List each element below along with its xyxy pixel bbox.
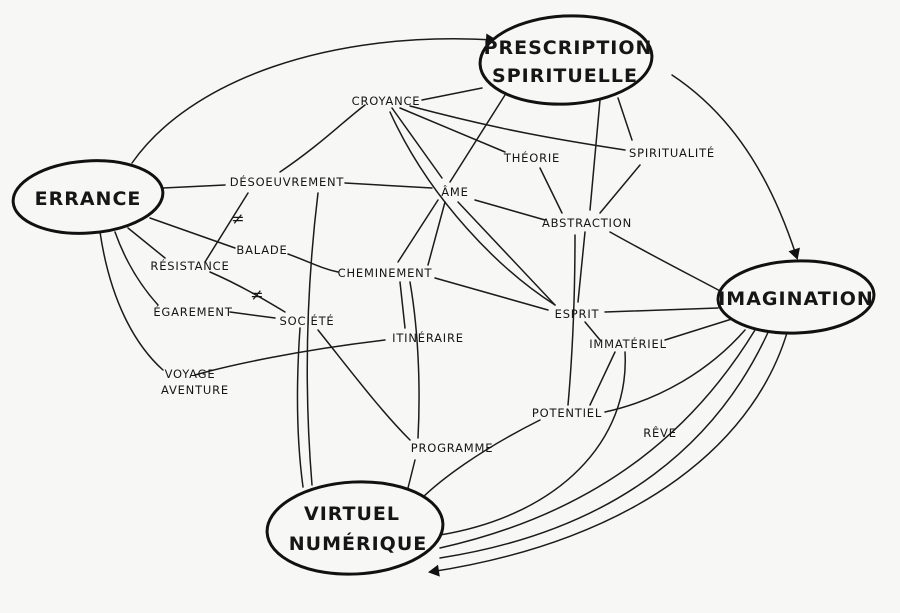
edge-abstraction-imagination — [609, 231, 723, 293]
edge-esprit-immateriel — [584, 321, 601, 341]
arrow-imagination-virtuel — [428, 321, 791, 577]
concept-reve: RÊVE — [643, 425, 677, 440]
edge-ame-abstraction — [474, 199, 546, 221]
edge-immateriel-virtuel — [439, 351, 626, 536]
concept-egarement: ÉGAREMENT — [153, 304, 232, 319]
edge-cheminement-esprit — [434, 277, 549, 311]
concept-cheminement: CHEMINEMENT — [338, 266, 433, 280]
concept-voyage: VOYAGE — [165, 367, 216, 381]
edge-ame-esprit — [457, 201, 556, 306]
edge-abstraction-prescription — [589, 99, 601, 211]
edge-potentiel-imagination — [604, 329, 746, 413]
concept-desoeuvrement: DÉSOEUVREMENT — [230, 174, 345, 189]
errance-label: ERRANCE — [35, 188, 142, 210]
edge-programme-virtuel — [407, 459, 416, 489]
edge-croyance-esprit — [389, 111, 556, 306]
not-equal-desoeuvrement-resistance: ≠ — [231, 209, 244, 228]
not-equal-symbols: ≠ ≠ — [231, 209, 263, 304]
edge-balade-cheminement — [287, 253, 339, 273]
edge-societe-programme — [317, 329, 411, 441]
concept-abstraction: ABSTRACTION — [542, 216, 632, 230]
concept-croyance: CROYANCE — [352, 94, 421, 108]
concept-theorie: THÉORIE — [503, 150, 560, 165]
virtuel-ellipse — [265, 480, 445, 576]
concept-labels: CROYANCE THÉORIE SPIRITUALITÉ DÉSOEUVREM… — [150, 94, 715, 455]
edge-croyance-spiritualite — [409, 105, 626, 151]
edge-theorie-abstraction — [539, 167, 563, 214]
edge-ame-prescription — [449, 94, 506, 183]
prescription-label-line1: PRESCRIPTION — [484, 37, 653, 59]
edge-imagination-virtuel-1 — [439, 329, 756, 549]
prescription-label-line2: SPIRITUELLE — [492, 65, 638, 87]
concept-societe: SOCIÉTÉ — [280, 313, 335, 328]
concept-ame: ÂME — [441, 184, 468, 199]
concept-immateriel: IMMATÉRIEL — [589, 336, 667, 351]
concept-aventure: AVENTURE — [161, 383, 229, 397]
arrow-prescription-imagination — [671, 74, 800, 260]
edge-cheminement-programme — [409, 281, 420, 439]
imagination-ellipse — [716, 259, 876, 335]
edge-desoeuvrement-croyance — [279, 104, 366, 173]
edge-errance-balade — [149, 217, 236, 249]
not-equal-resistance-societe: ≠ — [250, 285, 263, 304]
edge-imagination-virtuel-2 — [439, 327, 771, 559]
edge-ame-programme — [427, 201, 446, 266]
edge-ame-cheminement — [397, 199, 439, 263]
edge-croyance-ame — [391, 107, 443, 179]
concept-potentiel: POTENTIEL — [532, 406, 602, 420]
edge-itineraire-voyage — [194, 339, 386, 376]
edge-spiritualite-abstraction — [599, 164, 641, 214]
node-prescription: PRESCRIPTION SPIRITUELLE — [478, 14, 654, 106]
concept-esprit: ESPRIT — [555, 307, 600, 321]
virtuel-label-line2: NUMÉRIQUE — [289, 532, 427, 555]
edge-abstraction-esprit — [577, 231, 586, 303]
concept-resistance: RÉSISTANCE — [150, 258, 229, 273]
node-errance: ERRANCE — [11, 159, 165, 235]
edge-desoeuvrement-resistance — [204, 192, 249, 263]
edge-errance-voyage — [99, 231, 164, 371]
virtuel-label-line1: VIRTUEL — [304, 503, 400, 525]
edge-errance-egarement — [114, 231, 159, 306]
edges — [99, 33, 800, 577]
edge-errance-desoeuvrement — [162, 184, 226, 189]
node-imagination: IMAGINATION — [716, 259, 876, 335]
edge-esprit-imagination — [604, 307, 719, 313]
concept-spiritualite: SPIRITUALITÉ — [629, 145, 715, 160]
edge-abstraction-potentiel — [567, 234, 576, 406]
edge-spiritualite-prescription — [617, 97, 633, 141]
edge-croyance-prescription — [421, 87, 483, 101]
edge-desoeuvrement-ame — [344, 182, 433, 189]
errance-ellipse — [11, 159, 165, 235]
node-virtuel: VIRTUEL NUMÉRIQUE — [265, 480, 445, 576]
edge-errance-resistance — [127, 227, 166, 259]
prescription-ellipse — [478, 14, 654, 106]
edge-potentiel-virtuel — [419, 419, 541, 501]
edge-immateriel-potentiel — [589, 351, 616, 406]
edge-desoeuvrement-virtuel — [306, 192, 319, 486]
arrow-errance-prescription — [131, 33, 497, 164]
imagination-label: IMAGINATION — [718, 288, 874, 310]
concept-balade: BALADE — [236, 243, 287, 257]
edge-egarement-societe — [229, 311, 276, 319]
edge-croyance-theorie — [399, 107, 506, 153]
concept-itineraire: ITINÉRAIRE — [392, 330, 464, 345]
edge-immateriel-imagination — [664, 317, 736, 341]
edge-resistance-societe — [209, 271, 286, 313]
concept-programme: PROGRAMME — [411, 441, 494, 455]
edge-cheminement-itineraire — [399, 281, 406, 329]
